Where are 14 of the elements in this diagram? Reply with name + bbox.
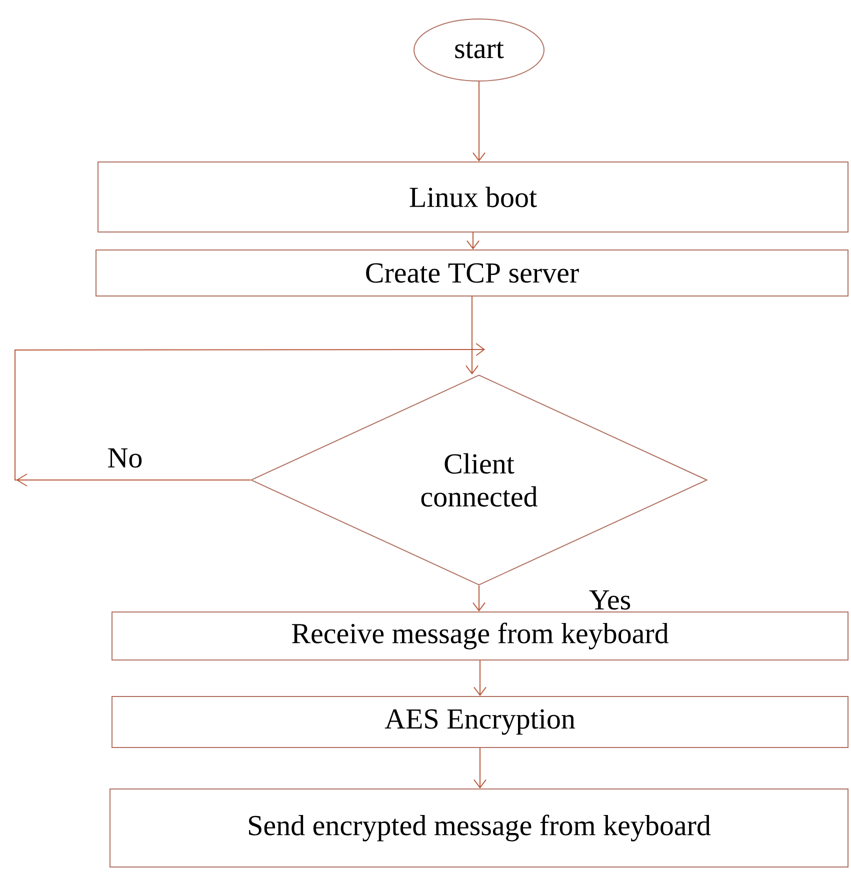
edge-label: Yes [589,590,630,610]
arrow [466,296,478,374]
process-box: AES Encryption [112,696,849,748]
process-box: Linux boot [98,162,849,232]
edge-label: No [108,448,142,468]
process-box: Create TCP server [96,250,849,296]
arrow [474,660,486,696]
arrow [474,748,486,788]
arrow [14,343,485,486]
arrow [466,232,480,250]
arrow [472,585,486,612]
process-box: Receive message from keyboard [112,612,849,660]
arrow [472,81,486,162]
process-box: Send encrypted message from keyboard [110,788,849,868]
